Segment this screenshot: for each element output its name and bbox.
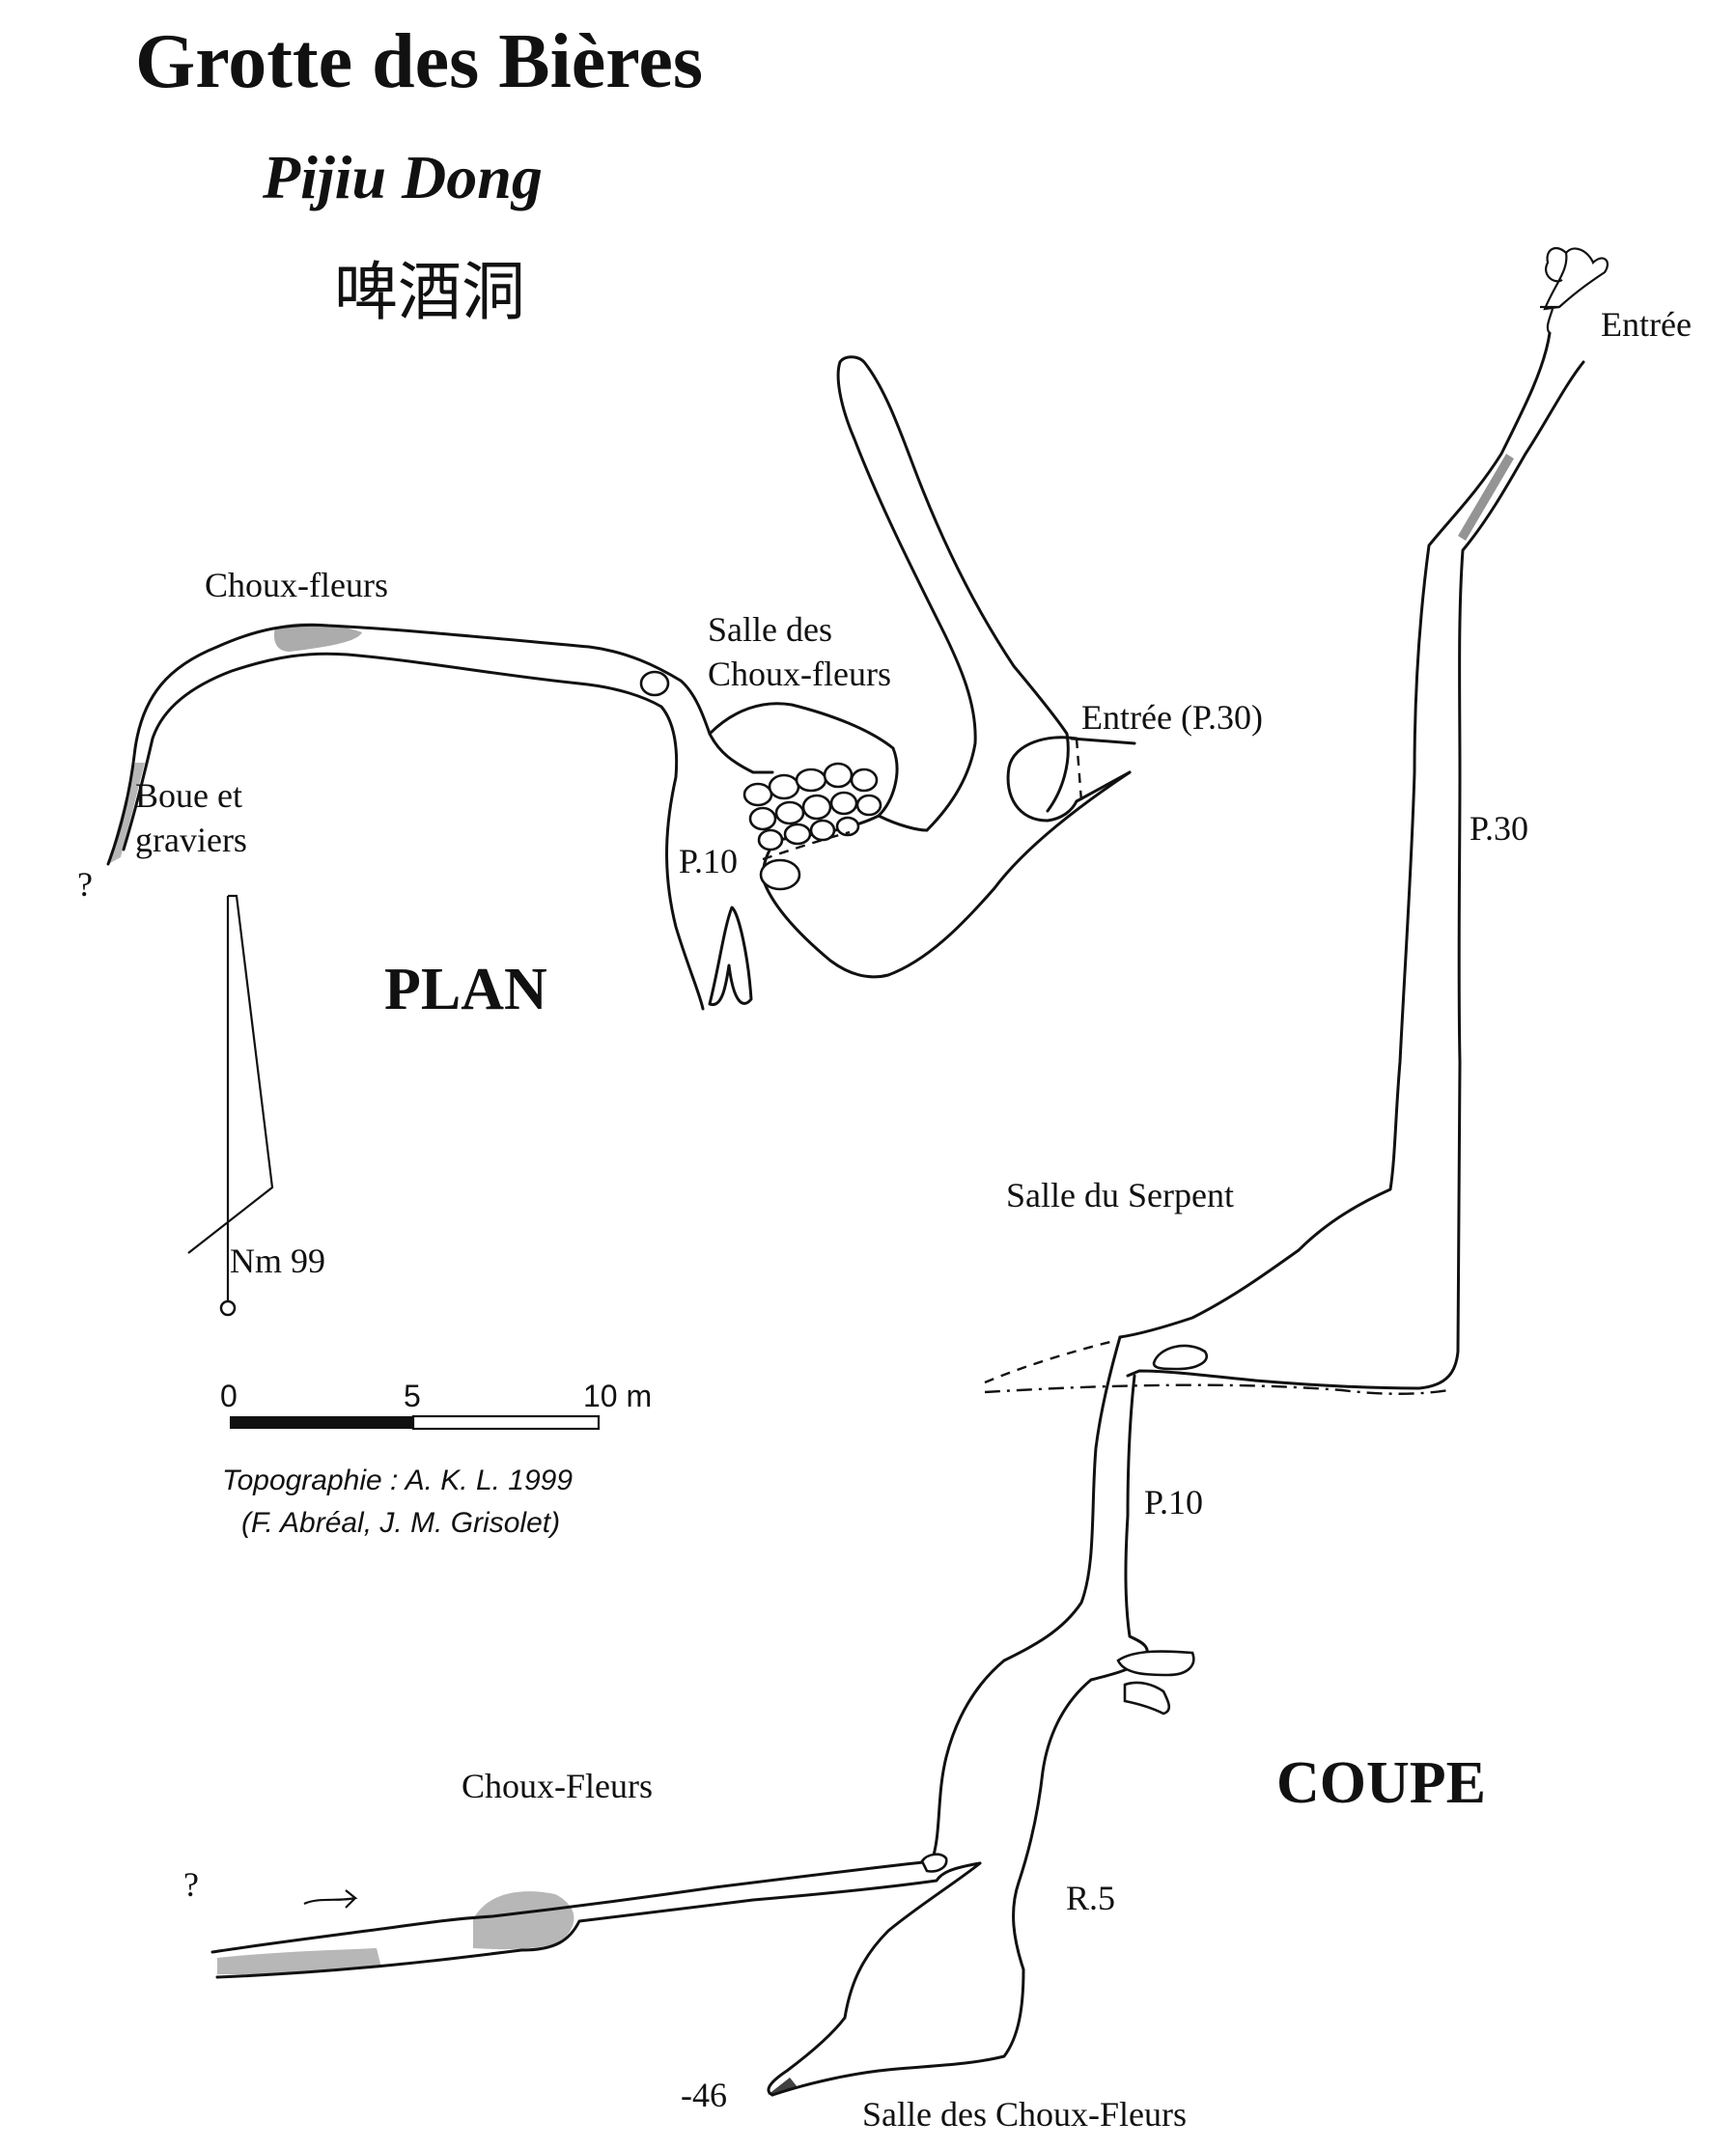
credit-line2: (F. Abréal, J. M. Grisolet) <box>241 1507 560 1539</box>
plan-pit-rock <box>759 858 801 891</box>
coupe-floor-sediment <box>217 1948 381 1975</box>
scale-bar-white <box>411 1414 601 1431</box>
title-block: Grotte des Bières Pijiu Dong 啤酒洞 <box>135 19 703 329</box>
title-chinese: 啤酒洞 <box>334 255 525 329</box>
label-coupe-question: ? <box>183 1865 199 1904</box>
coupe-shaft-right-wall <box>1126 360 1585 1390</box>
coupe-lower-gallery-roof <box>210 1859 934 1954</box>
coupe-p10-rock2 <box>1123 1681 1171 1716</box>
coupe-gallery-rock <box>920 1853 948 1873</box>
label-coupe-p10: P.10 <box>1144 1483 1203 1521</box>
plan-sediment-patch <box>273 623 362 652</box>
label-plan-boue-line1: Boue et <box>135 776 242 815</box>
coupe-lower-gallery-floor <box>215 1861 982 1979</box>
scale-bar-black <box>230 1416 413 1429</box>
plan-chamber-floor <box>877 814 929 832</box>
credit-line1: Topographie : A. K. L. 1999 <box>222 1465 573 1496</box>
coupe-p10-left-wall <box>930 1335 1122 1863</box>
coupe-p10-right-wall <box>770 1374 1149 2097</box>
north-arrow-needle <box>187 894 274 1301</box>
plan-entrance-dash <box>1075 738 1083 802</box>
north-arrow-pivot <box>219 1299 237 1317</box>
scale-tick-10: 10 m <box>583 1379 652 1413</box>
label-coupe-salle-choux: Salle des Choux-Fleurs <box>862 2095 1187 2134</box>
plan-entrance-corridor <box>1070 737 1136 803</box>
coupe-shaft-deposit <box>1458 454 1514 541</box>
label-plan-boue-line2: graviers <box>135 821 247 859</box>
scale-tick-5: 5 <box>404 1379 421 1413</box>
scale-tick-0: 0 <box>220 1379 238 1413</box>
coupe-draught-arrow-icon <box>303 1889 358 1909</box>
label-coupe-salle-serpent: Salle du Serpent <box>1006 1176 1234 1214</box>
label-plan-salle-line1: Salle des <box>708 610 832 649</box>
plan-shaft-outline <box>836 355 1070 832</box>
entrance-tree-icon <box>1540 246 1609 334</box>
label-plan-entree: Entrée (P.30) <box>1081 698 1263 737</box>
coupe-chamber-tip <box>768 2078 798 2095</box>
label-coupe-r5: R.5 <box>1066 1879 1115 1917</box>
credit-block: Topographie : A. K. L. 1999 (F. Abréal, … <box>222 1465 573 1539</box>
coupe-serpent-floor <box>984 1383 1449 1395</box>
plan-gallery-inner <box>122 652 705 1011</box>
label-coupe-p30: P.30 <box>1470 809 1528 848</box>
north-arrow: Nm 99 <box>187 894 325 1317</box>
plan-junction-rock <box>639 670 670 697</box>
label-coupe-entree: Entrée <box>1601 305 1692 344</box>
north-arrow-label: Nm 99 <box>230 1242 325 1280</box>
label-coupe-choux-fleurs: Choux-Fleurs <box>462 1767 653 1805</box>
coupe-serpent-rock <box>1152 1344 1208 1371</box>
plan-pit-edge <box>762 830 851 861</box>
coupe-lower-chamber-left <box>767 1861 982 2097</box>
plan-pillar <box>708 906 753 1007</box>
label-plan-p10: P.10 <box>679 842 738 880</box>
label-plan-salle-line2: Choux-fleurs <box>708 655 891 693</box>
label-plan-question: ? <box>77 865 93 904</box>
plan-boulder-pile <box>742 762 882 851</box>
coupe-shaft-left-wall <box>1118 331 1552 1339</box>
coupe-view: Entrée P.30 Salle du Serpent P.10 Choux-… <box>183 246 1692 2134</box>
label-coupe-depth: -46 <box>681 2076 727 2114</box>
plan-entrance-shaft <box>1006 736 1078 823</box>
plan-heading: PLAN <box>384 957 547 1022</box>
plan-gallery-outline <box>106 623 774 866</box>
coupe-serpent-ceiling <box>984 1340 1111 1384</box>
title-pinyin: Pijiu Dong <box>262 143 543 211</box>
label-plan-choux-fleurs: Choux-fleurs <box>205 566 388 604</box>
coupe-heading: COUPE <box>1276 1750 1486 1816</box>
coupe-choux-fleurs-patch <box>473 1891 574 1950</box>
coupe-p10-rock1 <box>1116 1650 1195 1677</box>
plan-mud-strip <box>108 763 145 864</box>
plan-view: Choux-fleurs Salle des Choux-fleurs Entr… <box>77 355 1263 1022</box>
scale-bar: 0 5 10 m <box>220 1379 652 1431</box>
title-main: Grotte des Bières <box>135 19 703 104</box>
